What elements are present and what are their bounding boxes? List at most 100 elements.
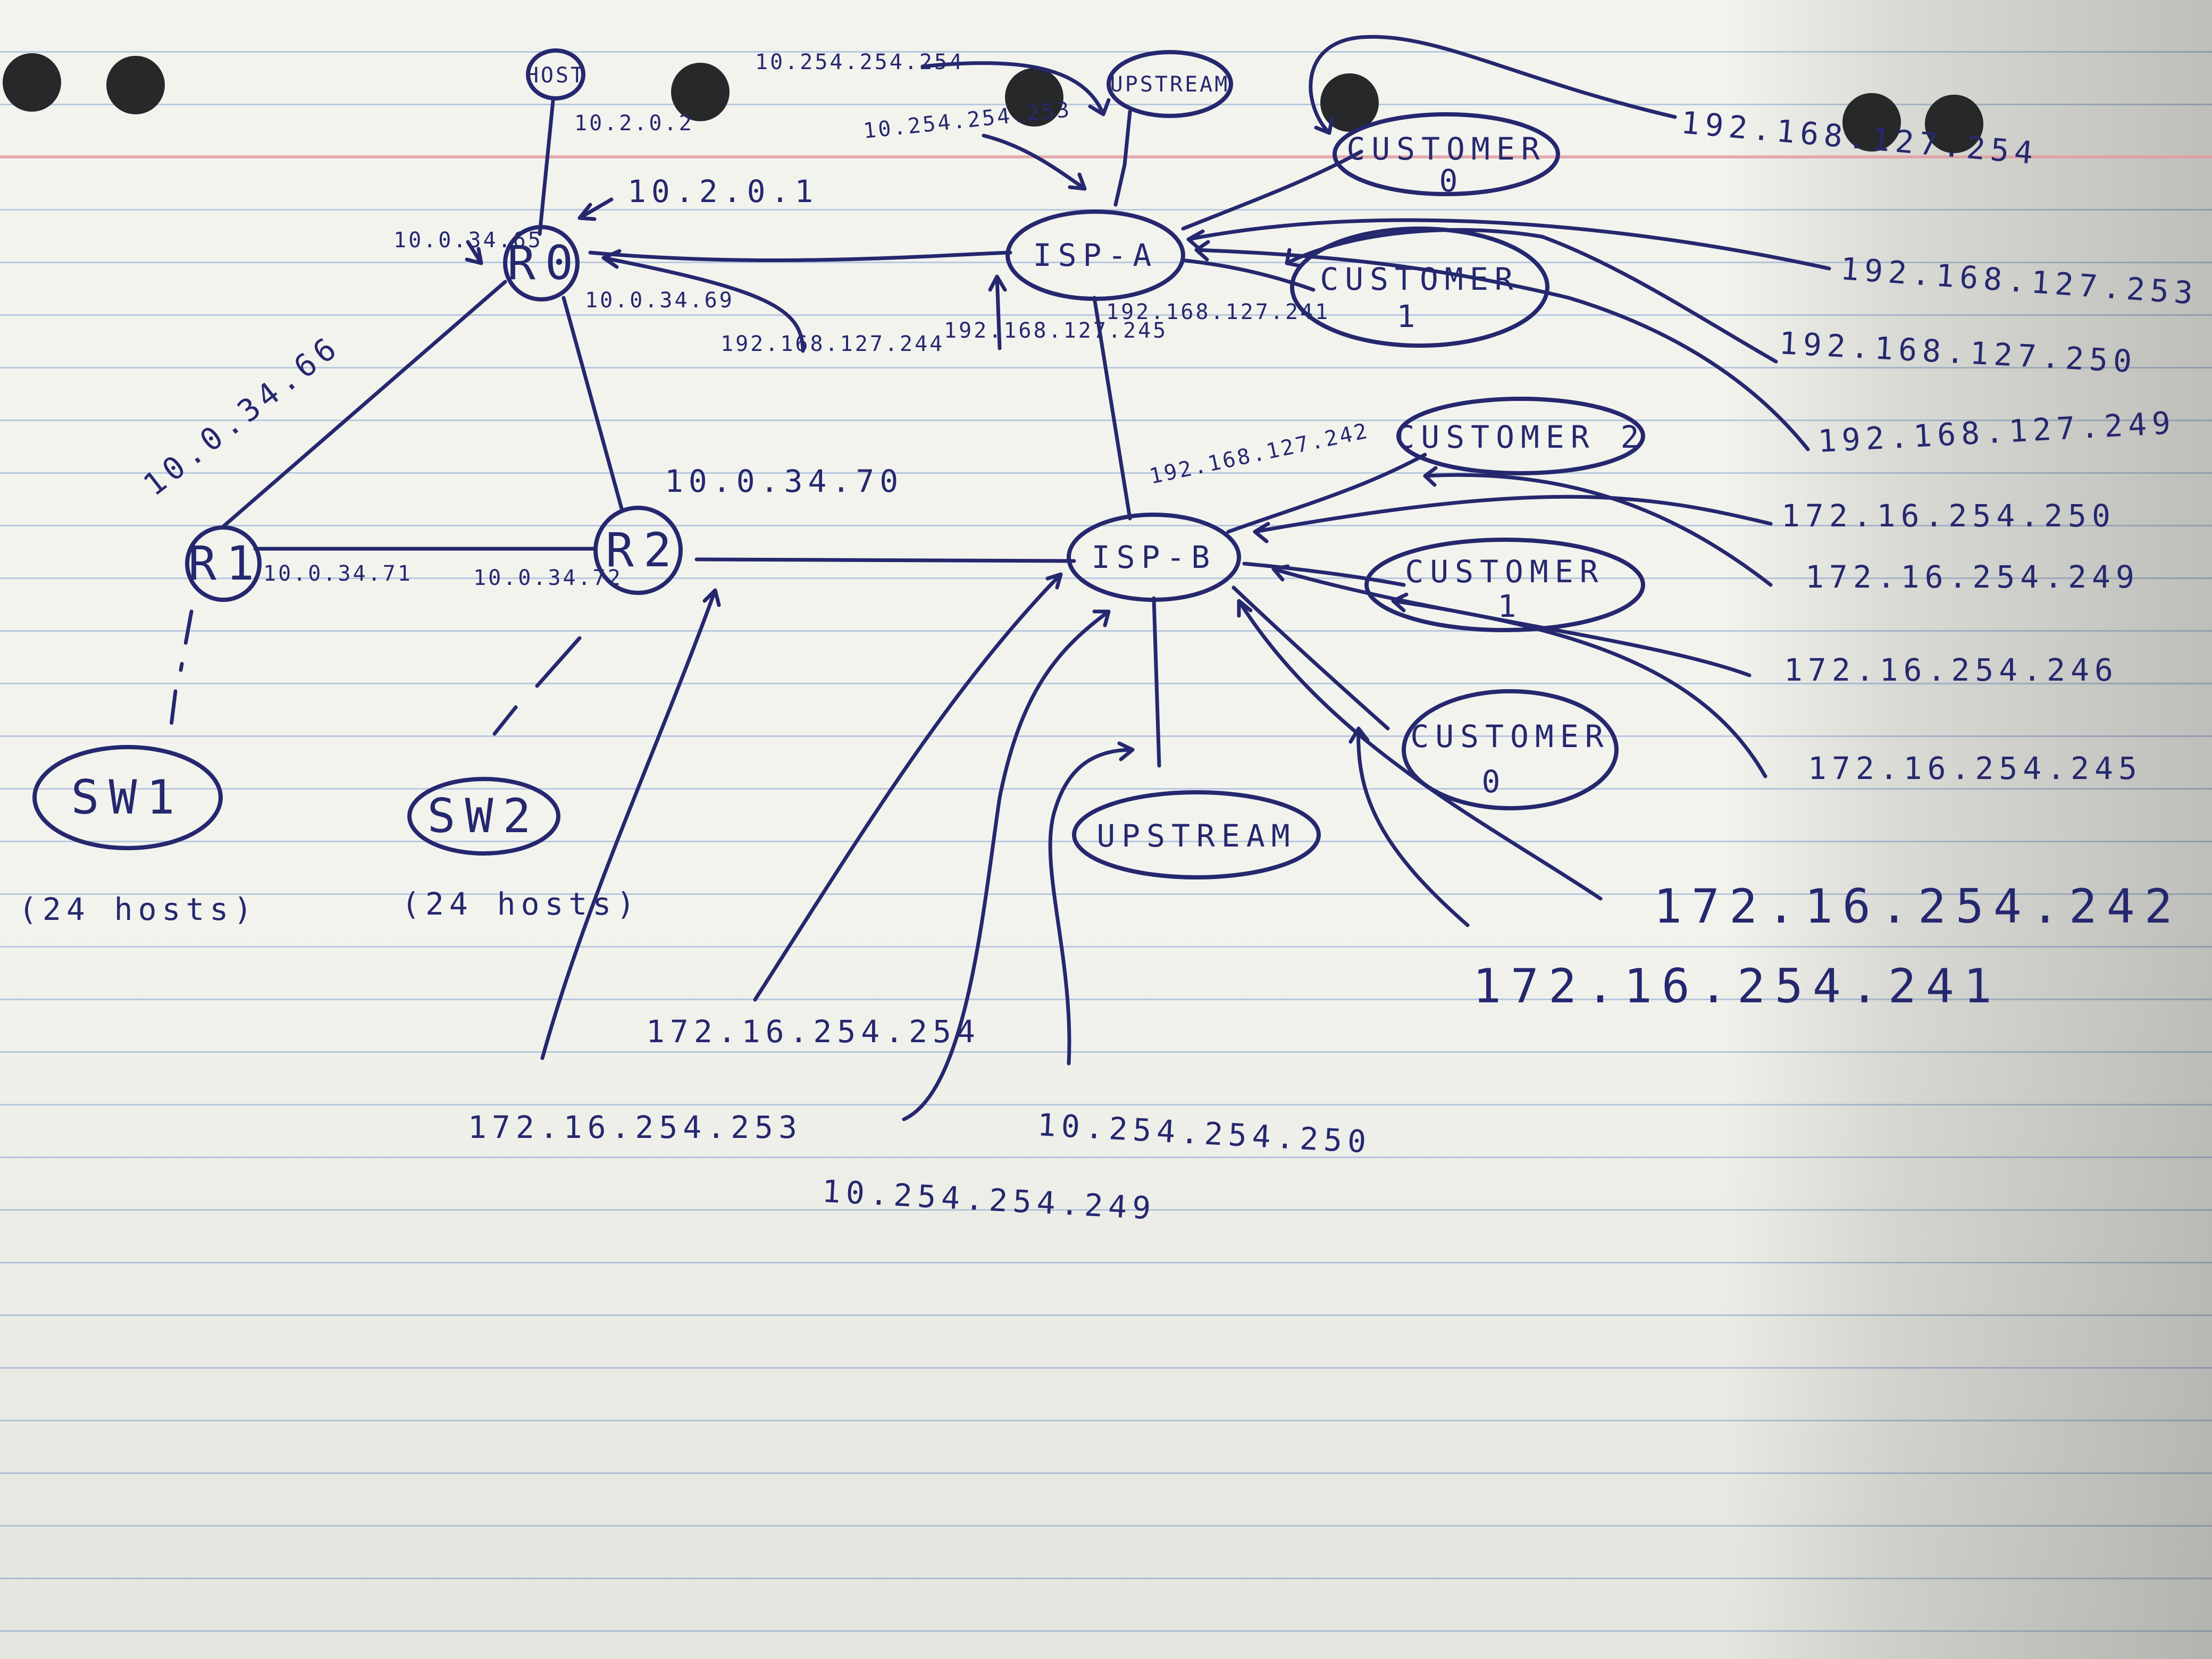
addr-r2-ispb: 172.16.254.253 (468, 1109, 802, 1145)
arrow-ispb-r2 (753, 572, 1063, 1002)
link-ispb-customer2 (1226, 453, 1427, 534)
addr-r0-host: 10.2.0.1 (627, 173, 818, 210)
isp-a-node (1006, 210, 1185, 301)
arrow-ispa-r0 (988, 274, 1007, 350)
link-r0-r1 (221, 280, 507, 529)
sw1-hosts-note: (24 hosts) (19, 891, 257, 927)
addr-ispa-c0: 192.168.127.253 (1839, 250, 2199, 312)
link-ispa-upstream (1113, 110, 1132, 207)
link-ispa-customer1 (1184, 258, 1316, 292)
link-ispb-upstream (1152, 596, 1161, 768)
addr-ispb-c2: 172.16.254.250 (1781, 498, 2116, 534)
r1-node (185, 525, 262, 602)
customer-b1-label: CUSTOMER (1405, 554, 1604, 590)
isp-b-label: ISP-B (1092, 539, 1217, 575)
sw2-hosts-note: (24 hosts) (401, 886, 640, 922)
addr-customer-b1: 172.16.254.245 (1808, 750, 2142, 786)
sw1-label: SW1 (71, 770, 185, 825)
arrows (465, 35, 1831, 1121)
link-r2-sw2 (492, 636, 582, 736)
arrow-customer-b0 (1348, 726, 1470, 927)
addr-ispa-ispb: 192.168.127.241 (1106, 300, 1330, 324)
addr-r0-ispa: 192.168.127.244 (720, 332, 944, 356)
arrow-r2-ispb (540, 588, 721, 1060)
upstream-b-node (1072, 790, 1321, 879)
host-label: HOST (526, 63, 585, 88)
customer-a1-label: CUSTOMER (1320, 261, 1519, 297)
addr-ispb-c0: 172.16.254.242 (1654, 879, 2182, 934)
arrow-customer-b2 (1423, 466, 1773, 587)
customer-b2-node (1396, 397, 1645, 475)
customer-a0-number: 0 (1439, 163, 1464, 199)
notes: (24 hosts) (24 hosts) (19, 886, 640, 927)
link-r0-r2 (562, 296, 624, 513)
customer-b0-node (1402, 689, 1619, 810)
punch-hole (106, 56, 165, 114)
addr-r0-r2: 10.0.34.69 (585, 288, 734, 313)
link-r2-ispb (694, 557, 1076, 563)
arrow-upstream-a (920, 61, 1111, 116)
addr-upstream-a: 10.254.254.254 (755, 50, 964, 74)
addr-r2-r1: 10.0.34.72 (473, 566, 623, 590)
upstream-a-node (1107, 50, 1233, 118)
addr-ispb-c1: 172.16.254.246 (1784, 652, 2118, 688)
addr-ispb-r2: 172.16.254.254 (646, 1013, 981, 1050)
arrow-ispb-c0 (1237, 599, 1603, 901)
punch-hole (3, 53, 61, 112)
arrow-ispa-upstream (982, 133, 1087, 191)
sw2-node (407, 777, 560, 856)
margin-line (0, 155, 2212, 158)
addr-customer-a1: 192.168.127.250 (1778, 325, 2138, 380)
addr-ispa-upstream: 10.254.254.253 (862, 97, 1073, 144)
nodes: HOST R0 R1 R2 ISP-A ISP-B UPSTREAM CUSTO… (32, 48, 1645, 879)
addr-customer-b0: 172.16.254.241 (1473, 959, 2001, 1013)
upstream-b-label: UPSTREAM (1096, 818, 1296, 854)
customer-a0-node (1333, 112, 1560, 196)
link-ispb-customer1 (1242, 562, 1406, 587)
addr-ispa-c1: 192.168.127.249 (1817, 405, 2176, 459)
r1-label: R1 (188, 536, 264, 591)
r2-node (593, 506, 683, 595)
arrow-customer-a0 (1309, 35, 1677, 135)
arrow-ispb-upstream (902, 609, 1111, 1121)
link-ispa-ispb (1092, 296, 1132, 521)
sw1-node (32, 745, 223, 850)
arrow-upstream-b (1048, 741, 1135, 1066)
link-r0-ispa (588, 250, 1012, 262)
addr-ispa-r0: 192.168.127.245 (944, 319, 1168, 343)
r0-node (503, 225, 580, 301)
addr-r0-r1: 10.0.34.65 (393, 228, 543, 253)
arrow-ispb-c2 (1253, 495, 1773, 543)
punch-hole (671, 63, 730, 121)
arrow-r0-ispa (601, 249, 805, 353)
arrow-ispb-c1 (1271, 564, 1752, 677)
isp-a-label: ISP-A (1033, 237, 1158, 273)
customer-b0-label: CUSTOMER (1410, 718, 1610, 755)
address-labels: 10.2.0.2 10.2.0.1 10.0.34.65 10.0.34.66 … (137, 50, 2199, 1227)
arrow-customer-b1 (1391, 592, 1767, 778)
sw2-label: SW2 (428, 789, 541, 843)
upstream-a-label: UPSTREAM (1110, 72, 1230, 97)
addr-host: 10.2.0.2 (574, 111, 694, 136)
addr-customer-a0: 192.168.127.254 (1680, 104, 2040, 171)
link-host-r0 (538, 99, 555, 236)
customer-a0-label: CUSTOMER (1346, 131, 1546, 167)
addr-customer-b2: 172.16.254.249 (1805, 559, 2140, 595)
punch-hole (1842, 93, 1901, 152)
addr-ispb-ispa: 192.168.127.242 (1147, 418, 1372, 489)
customer-b0-number: 0 (1482, 764, 1507, 800)
host-node (526, 48, 585, 100)
link-ispb-customer0 (1231, 585, 1390, 731)
link-ispa-customer0 (1181, 149, 1363, 231)
customer-a1-node (1290, 227, 1549, 348)
addr-r2-r0: 10.0.34.70 (665, 463, 903, 499)
arrow-r0-r1 (465, 240, 483, 265)
isp-b-node (1067, 513, 1241, 602)
punch-hole (1925, 95, 1983, 153)
arrow-r0-host (577, 197, 614, 221)
addr-ispb-upstream: 10.254.254.249 (821, 1173, 1157, 1227)
punch-hole (1005, 68, 1063, 127)
customer-b2-label: CUSTOMER 2 (1396, 419, 1645, 455)
